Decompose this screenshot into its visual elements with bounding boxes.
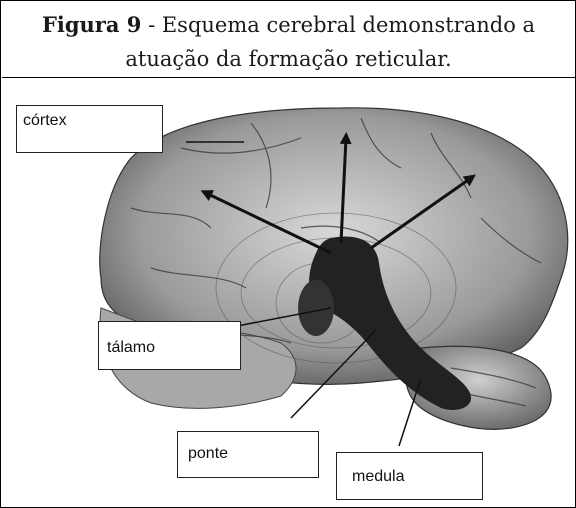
label-cortex: córtex [16,105,163,153]
brain-diagram: córtex tálamo ponte medula [1,78,574,506]
label-medula: medula [336,452,483,500]
caption-line1: Esquema cerebral demonstrando a [162,13,535,37]
caption-line2: atuação da formação reticular. [125,47,451,71]
label-ponte: ponte [177,431,319,478]
label-talamo-text: tálamo [107,339,155,357]
label-medula-text: medula [352,468,404,486]
label-talamo: tálamo [98,321,241,370]
label-cortex-text: córtex [23,112,67,130]
caption-separator: - [141,13,161,37]
figure-caption: Figura 9 - Esquema cerebral demonstrando… [2,2,575,78]
figure-label: Figura 9 [42,12,141,37]
label-ponte-text: ponte [188,445,228,463]
